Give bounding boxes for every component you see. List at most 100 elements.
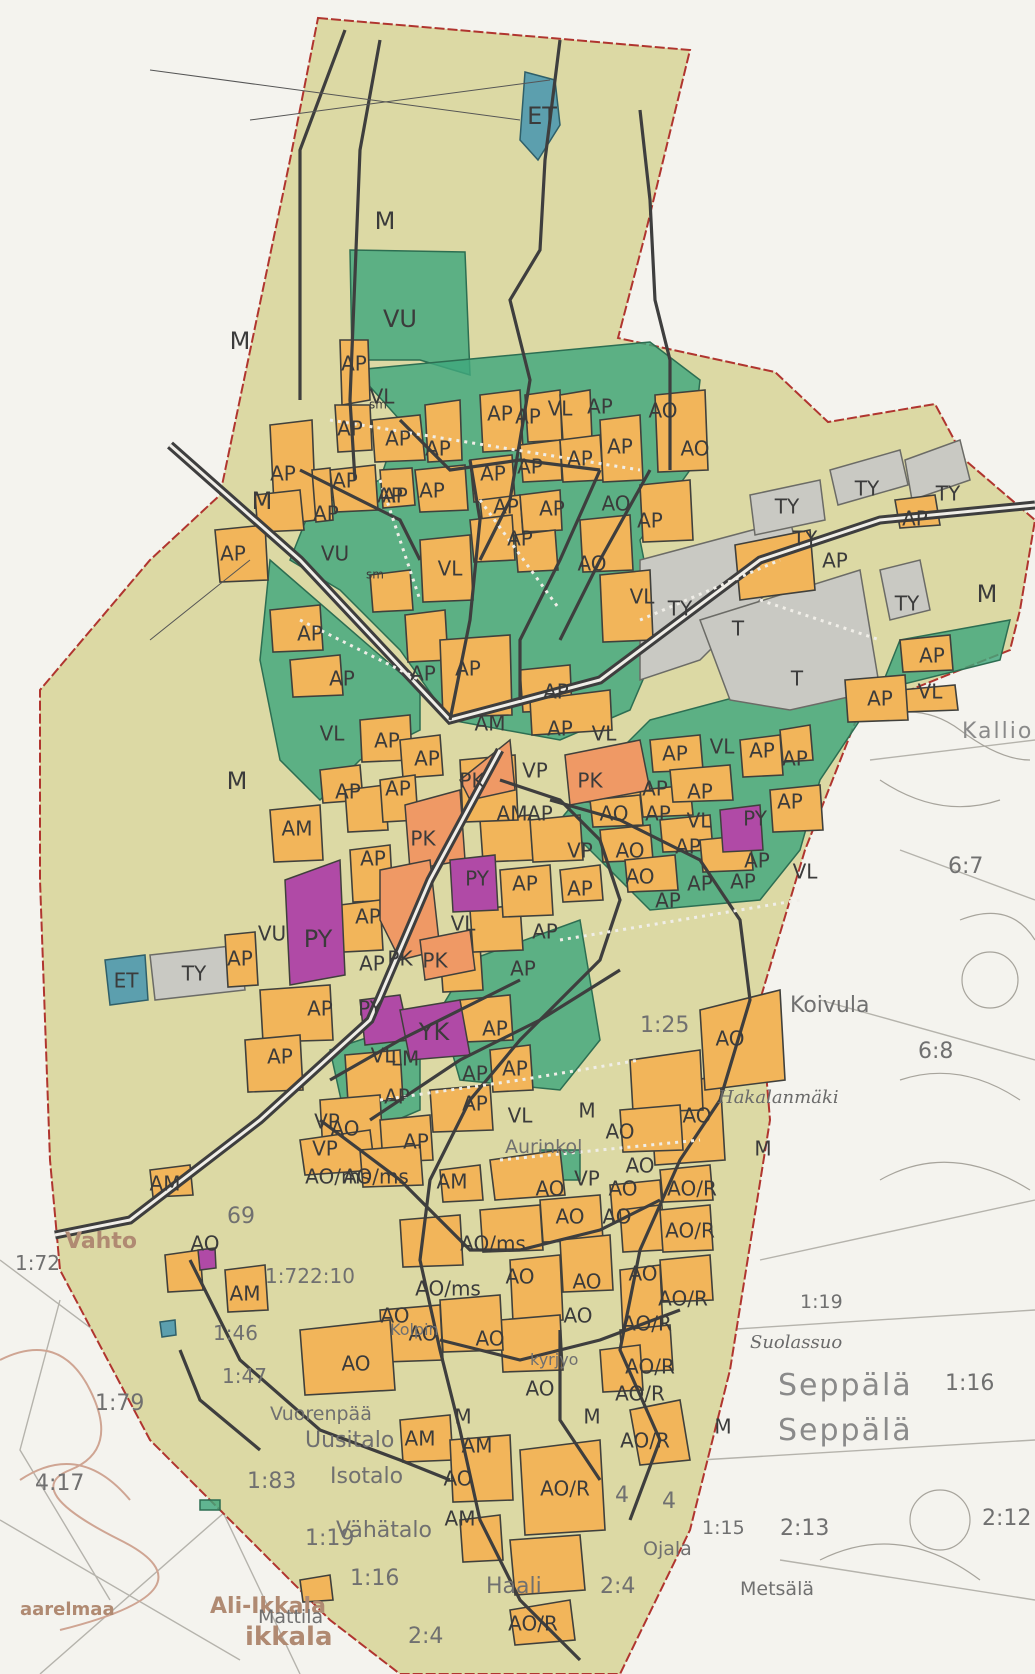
- zone-label-ao-11: AO: [605, 1120, 634, 1144]
- parcel-2-13: 2:13: [780, 1516, 829, 1541]
- place-ali-ikkala: Ali-Ikkala: [210, 1594, 326, 1619]
- zone-label-m-6: M: [454, 1405, 471, 1429]
- zone-label-ao-8: AO: [682, 1104, 711, 1128]
- zone-label-ap-55: AP: [532, 920, 558, 944]
- zone-label-ty-5: TY: [935, 482, 961, 506]
- zone-label-ap-41: AP: [335, 780, 361, 804]
- zone-label-ao-26: AO: [525, 1377, 554, 1401]
- zone-label-ap-33: AP: [374, 729, 400, 753]
- zone-label-am-7: AM: [405, 1427, 436, 1451]
- zone-label-ao-19: AO: [572, 1270, 601, 1294]
- zone-label-am-1: AM: [475, 712, 506, 736]
- place-koivula: Koivula: [790, 993, 869, 1018]
- zone-label-vl-11: VL: [451, 912, 477, 936]
- zone-label-ap-37: AP: [687, 780, 713, 804]
- place-suolassuo: Suolassuo: [750, 1332, 842, 1353]
- zone-label-ap-54: AP: [355, 905, 381, 929]
- zone-label-ap-62: AP: [502, 1057, 528, 1081]
- base-map-streams: [0, 1349, 160, 1631]
- parcel-1-79: 1:79: [95, 1391, 144, 1416]
- zone-label-ao-18: AO: [505, 1265, 534, 1289]
- zone-label-ty-4: TY: [854, 477, 880, 501]
- zone-label-ao-24: AO: [563, 1304, 592, 1328]
- zone-label-ap-11: AP: [419, 479, 445, 503]
- place-kyrjyo: kyrjyo: [530, 1350, 578, 1369]
- zone-label-py-1: PY: [743, 807, 768, 831]
- zone-label-ap-6: AP: [515, 405, 541, 429]
- zone-label-ap-36: AP: [749, 739, 775, 763]
- zone-label-vl-6: VL: [320, 722, 346, 746]
- place-vahto: Vahto: [65, 1229, 137, 1254]
- zone-label-ao-1: AO: [648, 399, 677, 423]
- zone-label-sm-1: sm: [366, 568, 384, 582]
- zone-label-ao-3: AO: [601, 492, 630, 516]
- residential-blocks: [149, 339, 959, 1646]
- place-hakalanmaki: Hakalanmäki: [717, 1087, 839, 1108]
- zone-label-ao-ms-4: AO/ms: [415, 1277, 481, 1301]
- zone-label-ao-r-6: AO/R: [615, 1382, 665, 1406]
- zone-label-ao-r-2: AO/R: [665, 1219, 715, 1243]
- zone-label-lm: LM: [391, 1047, 419, 1071]
- zone-label-vu-2: VU: [321, 542, 349, 566]
- zone-label-ap-53: AP: [227, 947, 253, 971]
- zone-label-ao-25: AO: [341, 1352, 370, 1376]
- parcel-2-10: 2:10: [310, 1264, 355, 1288]
- zone-label-m-4: M: [578, 1099, 595, 1123]
- railway: [54, 441, 1035, 1240]
- zone-label-ap-56: AP: [359, 952, 385, 976]
- parcel-1-72: 1:72: [15, 1251, 60, 1275]
- zone-label-ty-1: TY: [667, 597, 693, 621]
- parcel-6-7: 6:7: [948, 854, 983, 879]
- zone-label-m-3: M: [227, 767, 248, 795]
- zone-label-py-4: PY: [358, 997, 383, 1021]
- zone-label-ap-58: AP: [307, 997, 333, 1021]
- zone-label-ao-27: AO: [443, 1467, 472, 1491]
- zone-label-m-2: M: [252, 487, 273, 515]
- place-vahatalo: Vähätalo: [336, 1518, 432, 1543]
- zone-label-ap-52: AP: [567, 877, 593, 901]
- zone-label-pk-4: PK: [387, 947, 413, 971]
- place-haali: Haali: [486, 1574, 542, 1599]
- zone-label-ap-25: AP: [867, 687, 893, 711]
- place-seppala-2: Seppälä: [778, 1413, 913, 1448]
- parcel-1-25: 1:25: [640, 1013, 689, 1038]
- base-map-rocks: [819, 711, 1035, 1581]
- streets: [178, 29, 752, 1662]
- zone-label-ap-28: AP: [329, 667, 355, 691]
- zone-label-ao-ms-1: AO/ms: [305, 1165, 371, 1189]
- zone-label-ap-35: AP: [662, 742, 688, 766]
- parcel-1-19: 1:19: [800, 1291, 843, 1313]
- zone-label-ap-1: AP: [341, 352, 367, 376]
- zone-label-ap-10: AP: [382, 484, 408, 508]
- zone-label-vl-7: VL: [592, 722, 618, 746]
- parcel-2-12: 2:12: [982, 1506, 1031, 1531]
- zone-label-ap-64: AP: [462, 1092, 488, 1116]
- zone-label-et-west: ET: [114, 969, 140, 993]
- zone-label-m-7: M: [583, 1405, 600, 1429]
- zone-label-m-east: M: [977, 580, 998, 608]
- zone-label-vp-3: VP: [314, 1110, 340, 1134]
- zone-label-ao-r-8: AO/R: [540, 1477, 590, 1501]
- zone-label-am-6: AM: [230, 1282, 261, 1306]
- zone-label-vp-1: VP: [522, 759, 548, 783]
- place-metsala: Metsälä: [740, 1578, 814, 1600]
- parcel-1-72b: 1:72: [265, 1264, 310, 1288]
- zone-label-pk-3: PK: [410, 827, 436, 851]
- parcel-1-47: 1:47: [222, 1364, 267, 1388]
- zone-label-ap-9: AP: [332, 469, 358, 493]
- zone-label-ap-14: AP: [567, 447, 593, 471]
- parcel-1-15: 1:15: [702, 1517, 745, 1539]
- parcel-1-16b: 1:16: [350, 1566, 399, 1591]
- zone-label-ap-59: AP: [482, 1017, 508, 1041]
- zone-label-ap-30: AP: [455, 657, 481, 681]
- zone-label-ap-17: AP: [377, 484, 403, 508]
- zone-label-ao-r-7: AO/R: [620, 1429, 670, 1453]
- zone-label-pk-2: PK: [577, 769, 603, 793]
- place-ojala: Ojala: [643, 1538, 692, 1560]
- zone-label-ap-18: AP: [493, 495, 519, 519]
- zone-label-sm-2: sm: [369, 398, 387, 412]
- parcel-4-17: 4:17: [35, 1471, 84, 1496]
- place-seppala-1: Seppälä: [778, 1368, 913, 1403]
- parcel-1-19b: 1:19: [305, 1526, 354, 1551]
- zone-label-ap-7: AP: [587, 395, 613, 419]
